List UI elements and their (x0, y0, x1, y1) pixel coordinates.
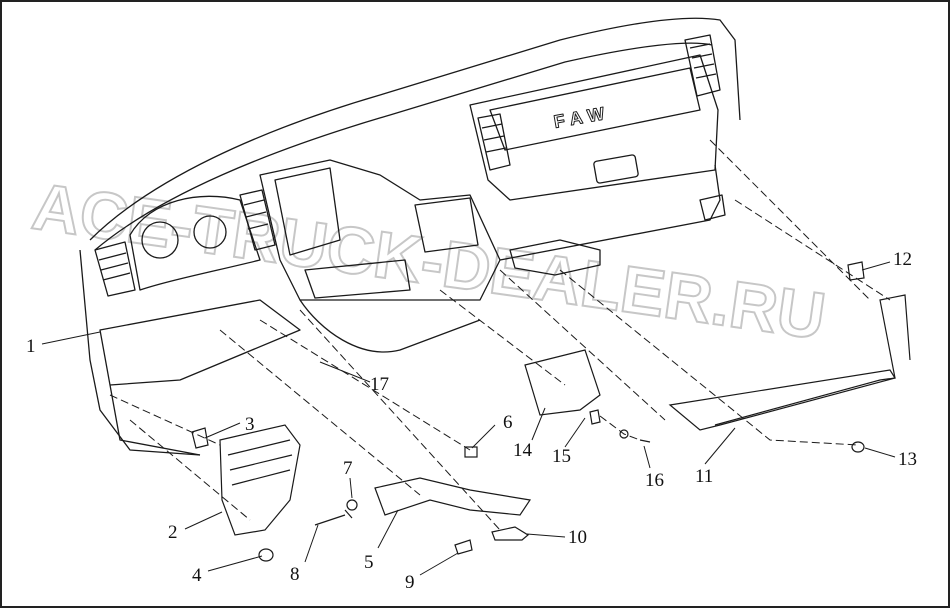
part-11-long-trim (668, 369, 896, 431)
part-16-washer (619, 429, 629, 439)
gauge-left (141, 221, 179, 259)
part-9-pin (454, 539, 473, 555)
gauge-right (193, 215, 227, 249)
center-console (259, 159, 501, 301)
callout-15: 15 (552, 446, 571, 467)
watermark: ACE-TRUCK-DEALER.RU (27, 168, 831, 355)
callout-11: 11 (695, 466, 713, 487)
dash-left-side (79, 249, 201, 456)
callout-14: 14 (513, 440, 533, 461)
right-mount-bracket (699, 194, 726, 221)
part-14-panel (524, 349, 601, 416)
air-vent-center-right (477, 113, 511, 171)
callout-8: 8 (290, 564, 300, 585)
instrument-cluster (129, 195, 261, 291)
air-vent-left-center (239, 189, 276, 251)
part-7-nut (346, 499, 358, 511)
center-stack-left (274, 167, 341, 256)
part-2-lower-trim (219, 424, 301, 536)
part-13-plug (851, 441, 865, 453)
part-5-tray (374, 477, 532, 516)
assembly-lines (109, 139, 891, 531)
part-15-spring (589, 409, 601, 425)
lower-left-edge (109, 384, 201, 456)
part-16-screw (639, 439, 651, 443)
leader-lines (41, 261, 896, 576)
dash-top-inner (94, 42, 713, 251)
center-stack-right (414, 197, 479, 253)
brand-logo: FAW (552, 102, 612, 132)
callout-2: 2 (168, 522, 178, 543)
lower-right-edge (499, 164, 721, 261)
callout-1: 1 (26, 336, 36, 357)
callout-17: 17 (370, 374, 389, 395)
callout-10: 10 (568, 527, 587, 548)
lower-right-bracket (509, 239, 601, 276)
part-11-end (714, 294, 911, 426)
exploded-parts (191, 261, 911, 562)
air-vent-left-outer (94, 241, 136, 297)
console-base (299, 299, 481, 353)
callout-7: 7 (343, 458, 353, 479)
part-12-clip (847, 261, 865, 281)
glovebox-handle (593, 154, 639, 184)
callout-16: 16 (645, 470, 664, 491)
ashtray-bin (304, 259, 411, 299)
dash-top-edge (89, 17, 741, 241)
part-4-plug (258, 548, 274, 562)
part-3-clip (191, 427, 209, 449)
part-8-screw (314, 509, 353, 526)
callout-6: 6 (503, 412, 513, 433)
callout-4: 4 (192, 565, 202, 586)
glovebox-panel (469, 54, 719, 201)
callout-5: 5 (364, 552, 374, 573)
lower-left-panel (99, 299, 301, 386)
callout-12: 12 (893, 249, 912, 270)
air-vent-right-outer (684, 34, 721, 97)
callout-3: 3 (245, 414, 255, 435)
part-6-clip (464, 446, 478, 458)
watermark-text: ACE-TRUCK-DEALER.RU (28, 169, 830, 354)
callout-labels: 1 2 3 4 5 6 7 8 9 10 11 12 13 14 15 16 1… (26, 249, 917, 593)
callout-13: 13 (898, 449, 917, 470)
callout-9: 9 (405, 572, 415, 593)
part-10-cover (491, 526, 530, 541)
